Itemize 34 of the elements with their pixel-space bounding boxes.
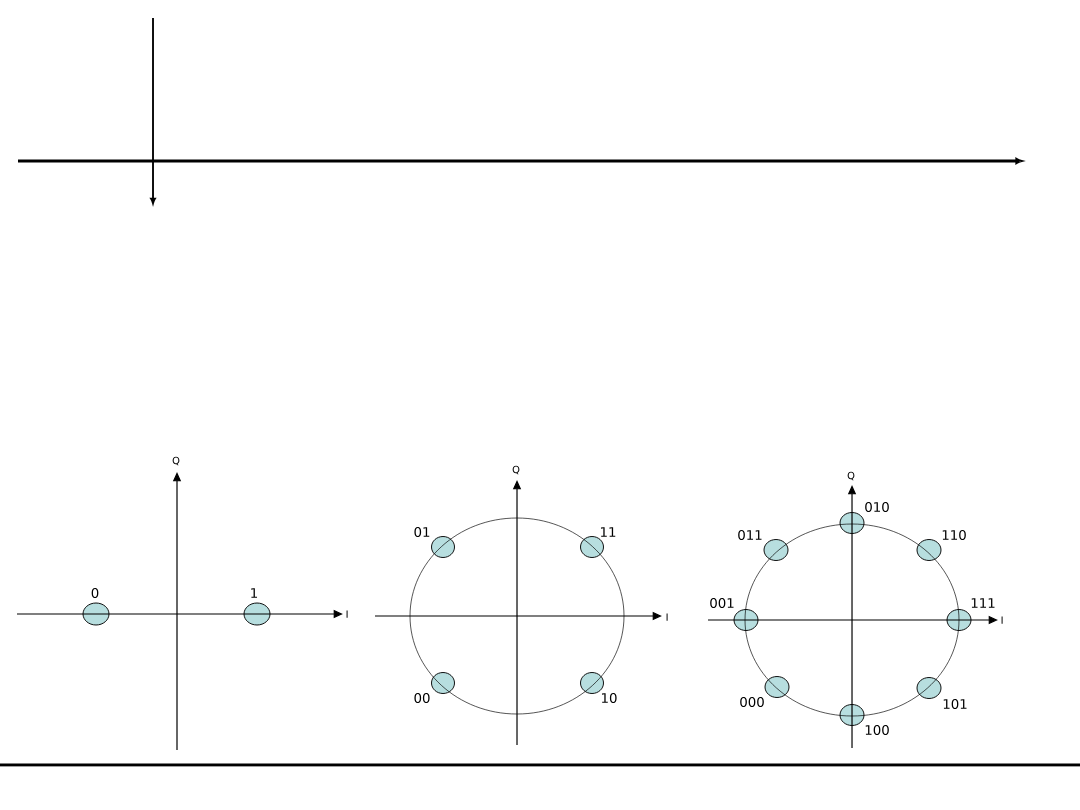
- point-label: 100: [865, 724, 889, 736]
- axis-label: I: [1001, 616, 1003, 624]
- constellation-point: [243, 602, 271, 626]
- constellation-point: [839, 704, 865, 726]
- axis-label: I: [666, 613, 668, 621]
- constellation-point: [580, 536, 604, 558]
- axis-label: Q: [512, 465, 520, 475]
- constellation-point: [916, 539, 942, 561]
- point-label: 11: [601, 527, 616, 537]
- point-label: 011: [738, 529, 762, 541]
- constellation-point: [763, 539, 789, 561]
- point-label: 0: [91, 587, 99, 599]
- point-label: 101: [943, 698, 967, 710]
- point-label: 110: [942, 529, 966, 541]
- point-label: 000: [740, 696, 764, 708]
- constellation-point: [946, 609, 972, 631]
- constellation-point: [82, 602, 110, 626]
- point-label: 010: [865, 501, 889, 513]
- point-label: 111: [971, 598, 995, 608]
- constellation-point: [580, 672, 604, 694]
- constellation-point: [916, 677, 942, 699]
- point-label: 01: [414, 526, 430, 538]
- constellation-point: [733, 609, 759, 631]
- constellation-point: [839, 512, 865, 534]
- axis-label: Q: [172, 456, 180, 466]
- axis-label: I: [346, 610, 348, 618]
- constellation-point: [431, 536, 455, 558]
- constellation-point: [764, 676, 790, 698]
- point-label: 00: [414, 692, 430, 704]
- point-label: 10: [602, 692, 617, 704]
- axis-label: Q: [847, 471, 855, 481]
- point-label: 001: [710, 597, 734, 609]
- point-label: 1: [251, 588, 257, 598]
- constellation-point: [431, 672, 455, 694]
